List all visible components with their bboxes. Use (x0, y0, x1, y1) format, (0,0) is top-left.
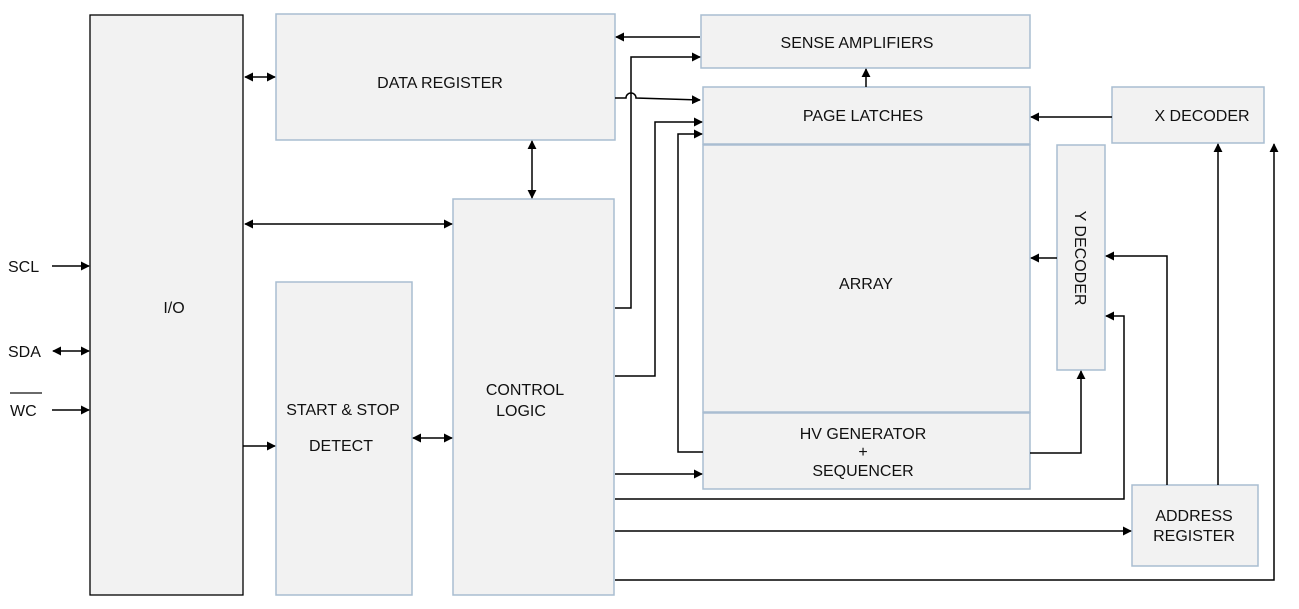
pin-sda: SDA (8, 344, 90, 361)
page-latches-label: PAGE LATCHES (803, 108, 923, 125)
control-logic-line-2: LOGIC (496, 403, 546, 420)
io-label: I/O (163, 300, 184, 317)
pin-wc: WC (10, 392, 90, 420)
control-x-decoder-link (615, 143, 1279, 581)
sense-amplifiers-block: SENSE AMPLIFIERS (700, 14, 1031, 69)
hv-generator-line-2: + (858, 444, 867, 461)
control-y-decoder-link (615, 311, 1125, 500)
pin-wc-label: WC (10, 403, 37, 420)
page-latches-block: PAGE LATCHES (702, 86, 1031, 145)
control-page-latches-link (615, 117, 703, 377)
control-logic-block: CONTROL LOGIC (452, 198, 615, 596)
hv-generator-line-3: SEQUENCER (812, 463, 913, 480)
data-register-label: DATA REGISTER (377, 75, 503, 92)
start-stop-detect-block: START & STOP DETECT (275, 281, 413, 596)
hv-page-latches-link (677, 129, 703, 453)
address-register-line-2: REGISTER (1153, 528, 1235, 545)
start-stop-line-2: DETECT (309, 438, 373, 455)
hv-generator-block: HV GENERATOR + SEQUENCER (702, 412, 1031, 490)
start-stop-line-1: START & STOP (286, 402, 400, 419)
hv-generator-line-1: HV GENERATOR (800, 426, 927, 443)
address-register-line-1: ADDRESS (1155, 508, 1232, 525)
x-decoder-label: X DECODER (1154, 108, 1249, 125)
x-decoder-block: X DECODER (1111, 86, 1265, 144)
address-register-block: ADDRESS REGISTER (1131, 484, 1259, 567)
data-register-page-latches-link (615, 92, 701, 105)
array-block: ARRAY (702, 144, 1031, 413)
io-block: I/O (89, 14, 244, 596)
hv-y-decoder-link (1030, 370, 1086, 454)
array-label: ARRAY (839, 276, 893, 293)
control-logic-line-1: CONTROL (486, 382, 564, 399)
control-sense-amp-link (615, 52, 701, 309)
pin-scl-label: SCL (8, 259, 39, 276)
address-y-decoder-link (1105, 251, 1168, 485)
y-decoder-block: Y DECODER (1056, 144, 1106, 371)
data-register-block: DATA REGISTER (275, 13, 616, 141)
pin-scl: SCL (8, 259, 90, 276)
sense-amplifiers-label: SENSE AMPLIFIERS (781, 35, 934, 52)
pin-sda-label: SDA (8, 344, 41, 361)
y-decoder-label: Y DECODER (1071, 211, 1088, 306)
